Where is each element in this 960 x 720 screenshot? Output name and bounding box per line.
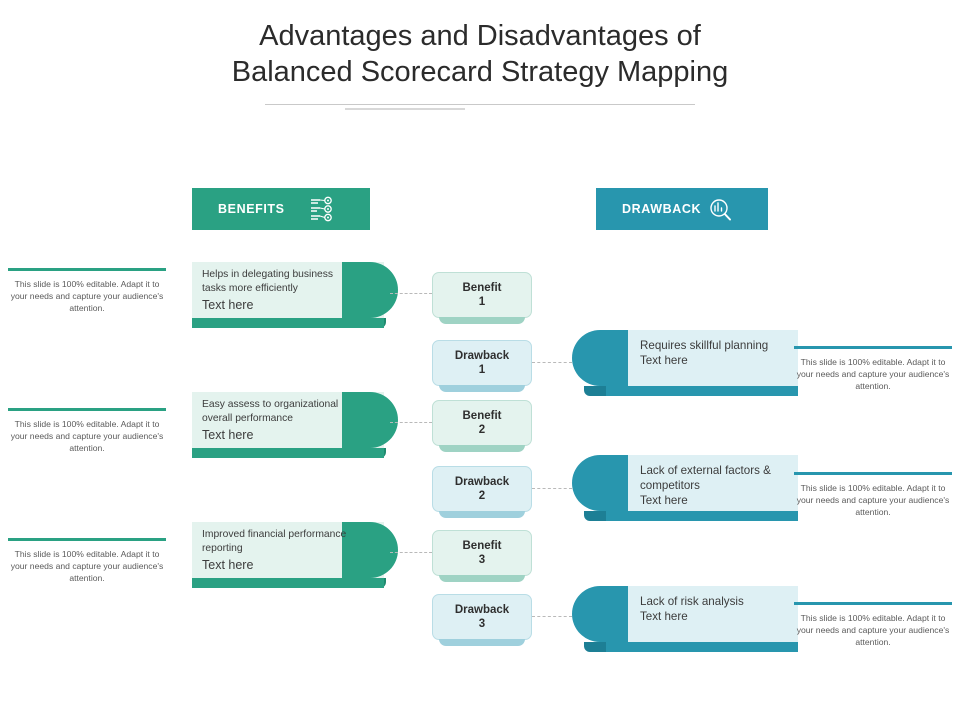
drawback-note-bar-2: [794, 472, 952, 475]
benefit-chip-label-3: Benefit: [462, 540, 502, 552]
drawback-chip-shadow-2: [439, 511, 525, 518]
benefit-panel-shadow-3: [192, 578, 384, 588]
benefit-text-3: Improved financial performance reporting…: [202, 528, 348, 572]
benefit-chip-label-2: Benefit: [462, 410, 502, 422]
benefit-note-text-2: This slide is 100% editable. Adapt it to…: [10, 419, 164, 453]
drawback-panel-shadow-1: [606, 386, 798, 396]
benefit-panel-shadow-1: [192, 318, 384, 328]
benefit-text-main-1: Helps in delegating business tasks more …: [202, 269, 334, 294]
benefit-note-1: This slide is 100% editable. Adapt it to…: [8, 268, 166, 314]
drawback-header-label: DRAWBACK: [622, 202, 702, 216]
drawback-panel-cap-1: [572, 330, 628, 386]
page-title: Advantages and Disadvantages of Balanced…: [0, 18, 960, 90]
analysis-icon: [706, 196, 732, 222]
drawback-text-2: Lack of external factors & competitors T…: [640, 463, 790, 508]
drawback-chip-3[interactable]: Drawback 3: [432, 594, 532, 646]
drawback-connector-3: [532, 616, 572, 617]
drawback-connector-1: [532, 362, 572, 363]
benefit-chip-shadow-3: [439, 575, 525, 582]
drawback-note-1: This slide is 100% editable. Adapt it to…: [794, 346, 952, 392]
benefit-chip-1[interactable]: Benefit 1: [432, 272, 532, 324]
drawback-note-text-1: This slide is 100% editable. Adapt it to…: [796, 357, 950, 391]
benefit-panel-cap-2: [342, 392, 398, 448]
page-title-line1: Advantages and Disadvantages of: [259, 20, 701, 52]
drawback-text-main-2: Lack of external factors & competitors: [640, 464, 771, 492]
benefit-note-bar-1: [8, 268, 166, 271]
drawback-chip-label-3: Drawback: [454, 604, 510, 616]
benefit-chip-shadow-2: [439, 445, 525, 452]
drawback-chip-number-1: 1: [478, 364, 486, 376]
drawback-chip-shadow-3: [439, 639, 525, 646]
drawback-note-2: This slide is 100% editable. Adapt it to…: [794, 472, 952, 518]
benefit-text-main-3: Improved financial performance reporting: [202, 529, 347, 554]
title-divider-accent: [345, 108, 465, 110]
benefit-connector-1: [390, 293, 432, 294]
drawback-chip-label-2: Drawback: [454, 476, 510, 488]
drawback-chip-1[interactable]: Drawback 1: [432, 340, 532, 392]
benefit-note-text-1: This slide is 100% editable. Adapt it to…: [10, 279, 164, 313]
drawback-text-sub-1: Text here: [640, 354, 688, 367]
drawback-panel-body-3: [606, 586, 798, 642]
drawback-connector-2: [532, 488, 572, 489]
drawback-panel-shadow-3: [606, 642, 798, 652]
drawback-note-bar-1: [794, 346, 952, 349]
benefit-text-sub-2: Text here: [202, 428, 254, 442]
benefit-panel-cap-3: [342, 522, 398, 578]
drawback-panel-cap-3: [572, 586, 628, 642]
drawback-chip-label-1: Drawback: [454, 350, 510, 362]
drawback-chip-2[interactable]: Drawback 2: [432, 466, 532, 518]
benefits-header: BENEFITS: [192, 188, 370, 230]
benefit-text-sub-3: Text here: [202, 558, 254, 572]
drawback-text-sub-3: Text here: [640, 610, 688, 623]
drawback-panel-cap-2: [572, 455, 628, 511]
benefit-connector-2: [390, 422, 432, 423]
benefit-connector-3: [390, 552, 432, 553]
drawback-panel-body-1: [606, 330, 798, 386]
benefit-note-bar-3: [8, 538, 166, 541]
benefit-text-sub-1: Text here: [202, 298, 254, 312]
benefit-chip-shadow-1: [439, 317, 525, 324]
benefit-chip-number-1: 1: [478, 296, 486, 308]
drawback-note-bar-3: [794, 602, 952, 605]
drawback-chip-number-2: 2: [478, 490, 486, 502]
benefit-note-bar-2: [8, 408, 166, 411]
benefit-text-2: Easy assess to organizational overall pe…: [202, 398, 348, 442]
drawback-panel-body-2: [606, 455, 798, 511]
drawback-text-3: Lack of risk analysis Text here: [640, 594, 790, 624]
benefit-text-main-2: Easy assess to organizational overall pe…: [202, 399, 339, 424]
benefit-chip-number-2: 2: [478, 424, 486, 436]
drawback-note-3: This slide is 100% editable. Adapt it to…: [794, 602, 952, 648]
benefit-chip-2[interactable]: Benefit 2: [432, 400, 532, 452]
drawback-text-main-1: Requires skillful planning: [640, 339, 769, 352]
drawback-chip-number-3: 3: [478, 618, 486, 630]
benefits-header-label: BENEFITS: [218, 202, 285, 216]
benefit-note-2: This slide is 100% editable. Adapt it to…: [8, 408, 166, 454]
drawback-text-main-3: Lack of risk analysis: [640, 595, 744, 608]
drawback-header: DRAWBACK: [596, 188, 768, 230]
benefit-chip-number-3: 3: [478, 554, 486, 566]
benefit-chip-label-1: Benefit: [462, 282, 502, 294]
benefit-chip-3[interactable]: Benefit 3: [432, 530, 532, 582]
drawback-text-sub-2: Text here: [640, 494, 688, 507]
benefit-panel-shadow-2: [192, 448, 384, 458]
benefit-text-1: Helps in delegating business tasks more …: [202, 268, 348, 312]
drawback-panel-shadow-2: [606, 511, 798, 521]
drawback-note-text-2: This slide is 100% editable. Adapt it to…: [796, 483, 950, 517]
drawback-note-text-3: This slide is 100% editable. Adapt it to…: [796, 613, 950, 647]
title-divider: [265, 104, 695, 105]
benefit-note-3: This slide is 100% editable. Adapt it to…: [8, 538, 166, 584]
drawback-chip-shadow-1: [439, 385, 525, 392]
drawback-text-1: Requires skillful planning Text here: [640, 338, 790, 368]
benefit-note-text-3: This slide is 100% editable. Adapt it to…: [10, 549, 164, 583]
page-title-line2: Balanced Scorecard Strategy Mapping: [231, 56, 729, 88]
benefit-panel-cap-1: [342, 262, 398, 318]
strategy-icon: [308, 196, 334, 222]
